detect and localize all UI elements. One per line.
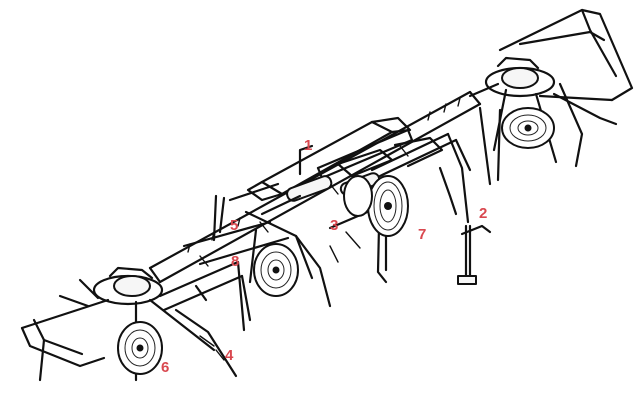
mid-left-wheel bbox=[253, 243, 299, 297]
callout-2: 2 bbox=[479, 205, 488, 222]
main-beam bbox=[148, 90, 482, 284]
right-wheel bbox=[501, 107, 555, 149]
callout-8: 8 bbox=[231, 253, 240, 270]
callout-6: 6 bbox=[161, 359, 170, 376]
mid-left-rotor bbox=[182, 182, 332, 308]
callout-5: 5 bbox=[230, 217, 239, 234]
callout-7: 7 bbox=[418, 226, 427, 243]
central-wheel bbox=[343, 175, 409, 237]
callout-1: 1 bbox=[304, 137, 313, 154]
jack-stand bbox=[457, 224, 492, 285]
left-rotor bbox=[20, 260, 252, 382]
left-wheel bbox=[117, 321, 163, 375]
callout-4: 4 bbox=[225, 347, 234, 364]
right-rotor bbox=[468, 8, 634, 186]
callout-3: 3 bbox=[330, 217, 339, 234]
tine-arms bbox=[187, 97, 461, 361]
